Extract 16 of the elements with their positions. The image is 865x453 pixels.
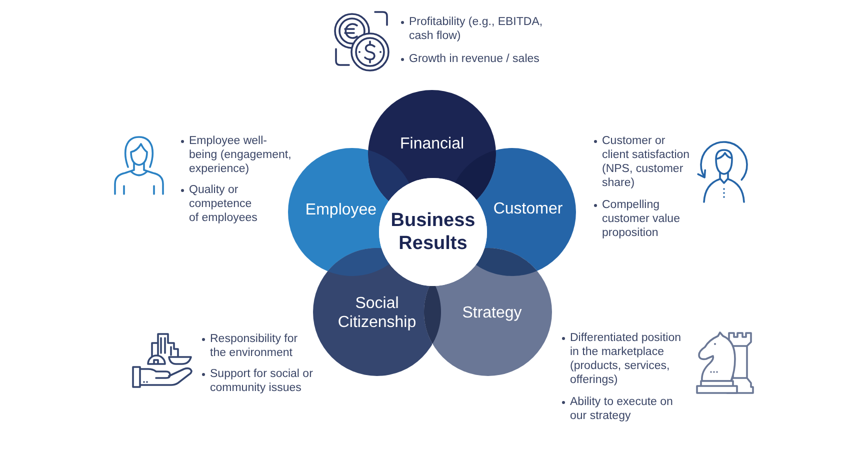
- bullet-text: Differentiated position in the marketplace (products, services, offerings): [561, 331, 692, 387]
- bullet-text: Responsibility for the environment: [201, 332, 306, 360]
- bullet-text: Profitability (e.g., EBITDA, cash flow): [400, 15, 549, 43]
- bullet-text: Growth in revenue / sales: [400, 52, 559, 66]
- bullet-text: Support for social or community issues: [201, 367, 323, 395]
- circle-label: Social Citizenship: [336, 294, 418, 332]
- bullet-text: Customer or client satisfaction (NPS, customer share): [593, 134, 694, 190]
- circle-label: Strategy: [462, 303, 522, 323]
- circle-label: Customer: [493, 199, 563, 219]
- bullet-text: Ability to execute on our strategy: [561, 395, 680, 423]
- circle-label: Financial: [400, 134, 464, 154]
- circle-label: Employee: [305, 200, 377, 220]
- bullet-text: Employee well-being (engagement, experience): [180, 134, 293, 176]
- bullet-text: Quality or competence of employees: [180, 183, 261, 225]
- category-circle: [424, 248, 552, 376]
- bullet-text: Compelling customer value proposition: [593, 198, 694, 240]
